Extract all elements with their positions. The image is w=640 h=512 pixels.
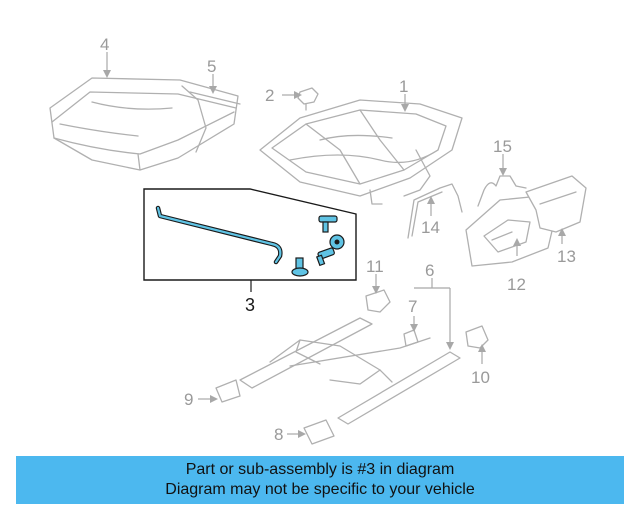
callout-12: 12 <box>507 275 526 294</box>
parts-diagram: 4 5 2 1 15 14 13 12 11 6 7 10 9 8 3 <box>49 35 587 445</box>
small-clip <box>403 329 419 347</box>
callout-2: 2 <box>265 86 274 105</box>
info-banner: Part or sub-assembly is #3 in diagram Di… <box>16 456 624 504</box>
clip-part <box>297 87 319 111</box>
callout-7: 7 <box>408 297 417 316</box>
seat-cushion-pad <box>49 77 239 171</box>
callout-8: 8 <box>274 425 283 444</box>
seat-track <box>239 317 461 425</box>
callout-10: 10 <box>471 368 490 387</box>
bolt-cover <box>303 419 335 445</box>
callout-5: 5 <box>207 57 216 76</box>
bolt-c <box>315 247 335 267</box>
subassembly-outline <box>143 188 357 281</box>
spring-wire <box>477 175 527 207</box>
foot-bracket <box>215 379 241 403</box>
callout-labels: 4 5 2 1 15 14 13 12 11 6 7 10 9 8 3 <box>100 35 576 444</box>
bolt-d <box>291 257 309 277</box>
seat-frame <box>259 99 463 205</box>
callout-9: 9 <box>184 390 193 409</box>
seat-cushion-cover <box>181 85 241 153</box>
callout-6: 6 <box>425 261 434 280</box>
latch-part <box>465 325 489 349</box>
callout-14: 14 <box>421 218 440 237</box>
callout-11: 11 <box>366 257 384 276</box>
callout-15: 15 <box>493 137 512 156</box>
banner-line-1: Part or sub-assembly is #3 in diagram <box>185 461 455 478</box>
callout-4: 4 <box>100 35 109 54</box>
outer-cover <box>525 175 587 233</box>
callout-1: 1 <box>399 77 408 96</box>
bracket-part <box>365 289 391 313</box>
banner-line-2: Diagram may not be specific to your vehi… <box>165 481 475 498</box>
callout-3: 3 <box>245 295 255 315</box>
callout-leaders <box>103 52 566 438</box>
bolt-a <box>318 215 338 233</box>
wire-part <box>407 183 463 239</box>
highlighted-subassembly-3 <box>143 188 357 281</box>
callout-13: 13 <box>557 247 576 266</box>
nut-b <box>329 234 345 250</box>
